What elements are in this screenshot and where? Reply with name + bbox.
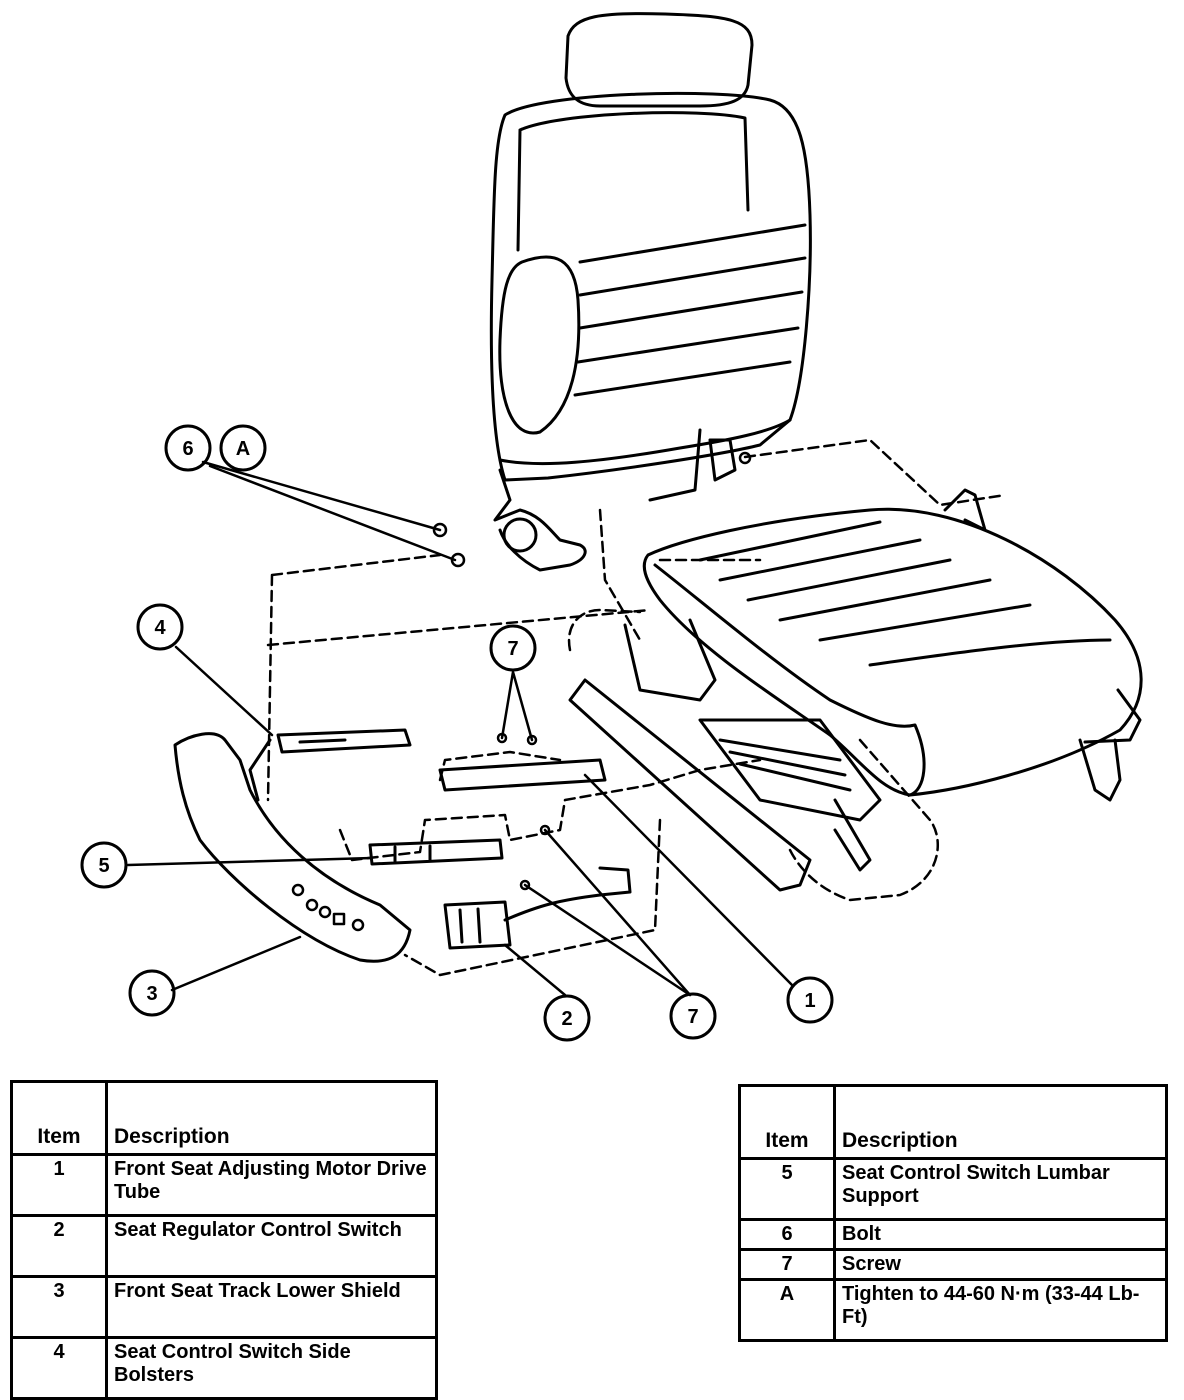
legend-item-description: Front Seat Adjusting Motor Drive Tube (105, 1153, 438, 1217)
legend-table-right: Item Description 5 Seat Control Switch L… (738, 1084, 1168, 1342)
callout-6-label: 6 (182, 438, 193, 460)
track-gear (718, 738, 852, 792)
callout-5-label: 5 (98, 855, 109, 877)
seatback-inner-panel (516, 111, 750, 252)
cushion-outline (642, 507, 1143, 797)
screw-7-lower-a (519, 879, 531, 891)
legend-row: 3 Front Seat Track Lower Shield (10, 1275, 438, 1339)
callout-3-label: 3 (146, 983, 157, 1005)
lower-shield (173, 732, 412, 963)
cushion-side (868, 638, 1142, 744)
fasteners (432, 451, 752, 891)
legend-row: A Tighten to 44-60 N·m (33-44 Lb-Ft) (738, 1278, 1168, 1342)
callout-2: 2 (543, 994, 591, 1042)
track-rail-left (568, 678, 812, 892)
seatback-stripes (573, 223, 807, 397)
callout-4: 4 (136, 603, 184, 651)
seat-back (489, 12, 812, 482)
legend-left-desc-header: Description (105, 1080, 438, 1156)
control-switch-body (443, 900, 512, 950)
callout-7-lower: 7 (669, 992, 717, 1040)
cushion-stripes (698, 520, 1032, 642)
shield-outline (173, 732, 412, 963)
legend-item-number: 5 (738, 1157, 836, 1221)
wiring-harness (503, 866, 632, 922)
legend-right-item-header: Item (738, 1084, 836, 1160)
callout-1: 1 (786, 976, 834, 1024)
wire-left (248, 738, 272, 802)
motor-assembly (248, 728, 632, 950)
screw-7-lower-b (539, 824, 551, 836)
legend-item-description: Tighten to 44-60 N·m (33-44 Lb-Ft) (833, 1278, 1168, 1342)
left-hinge-pivot (502, 517, 538, 553)
legend-item-description: Screw (833, 1248, 1168, 1281)
legend-row: 1 Front Seat Adjusting Motor Drive Tube (10, 1153, 438, 1217)
lumbar-motor (368, 838, 504, 866)
cushion-front-face (653, 563, 926, 797)
callout-A: A (219, 424, 267, 472)
callout-6: 6 (164, 424, 212, 472)
legend-item-description: Bolt (833, 1218, 1168, 1251)
seatback-lower-edge (498, 418, 792, 466)
legend-item-description: Front Seat Track Lower Shield (105, 1275, 438, 1339)
legend-item-number: 1 (10, 1153, 108, 1217)
drive-tube-mid (438, 758, 607, 792)
assembly-lines (266, 438, 1007, 977)
cushion-rear-leg (1078, 738, 1122, 802)
callout-7-upper-label: 7 (507, 638, 518, 660)
legend-table-left: Item Description 1 Front Seat Adjusting … (10, 1080, 438, 1400)
callouts: 6 A 4 7 5 3 2 7 (80, 424, 834, 1042)
legend-row: 5 Seat Control Switch Lumbar Support (738, 1157, 1168, 1221)
legend-item-number: 7 (738, 1248, 836, 1281)
legend-row: 7 Screw (738, 1248, 1168, 1281)
callout-4-label: 4 (154, 617, 166, 639)
callout-A-label: A (236, 438, 250, 460)
callout-5: 5 (80, 841, 128, 889)
legend-item-number: 2 (10, 1214, 108, 1278)
track-foot (833, 798, 872, 872)
legend-item-number: 3 (10, 1275, 108, 1339)
seat-track (568, 618, 882, 892)
callout-7-upper: 7 (489, 624, 537, 672)
legend-item-description: Seat Control Switch Side Bolsters (105, 1336, 438, 1400)
left-hinge (493, 468, 587, 572)
legend-item-description: Seat Regulator Control Switch (105, 1214, 438, 1278)
seatback-outline (489, 91, 812, 482)
legend-row: 6 Bolt (738, 1218, 1168, 1251)
legend-item-number: 6 (738, 1218, 836, 1251)
callout-3: 3 (128, 969, 176, 1017)
callout-2-label: 2 (561, 1008, 572, 1030)
bolt-upper (432, 522, 448, 538)
legend-left-header: Item Description (10, 1080, 438, 1156)
seat-exploded-diagram: 6 A 4 7 5 3 2 7 (80, 12, 1143, 1042)
legend-right-desc-header: Description (833, 1084, 1168, 1160)
track-rail-right (698, 718, 882, 822)
shield-switch-buttons (291, 883, 365, 932)
seatback-bolster (498, 255, 581, 435)
leader-lines (126, 460, 794, 997)
headrest (564, 12, 754, 108)
right-hinge (648, 428, 737, 502)
legend-right-header: Item Description (738, 1084, 1168, 1160)
legend-item-number: 4 (10, 1336, 108, 1400)
seat-cushion (642, 507, 1143, 802)
legend-item-description: Seat Control Switch Lumbar Support (833, 1157, 1168, 1221)
legend-row: 4 Seat Control Switch Side Bolsters (10, 1336, 438, 1400)
bolt-recliner (738, 451, 752, 465)
drive-tube-upper (276, 728, 412, 754)
legend-left-item-header: Item (10, 1080, 108, 1156)
track-bracket (623, 618, 717, 702)
recliner-bracket (493, 428, 987, 572)
callout-7-lower-label: 7 (687, 1006, 698, 1028)
legend-row: 2 Seat Regulator Control Switch (10, 1214, 438, 1278)
legend-item-number: A (738, 1278, 836, 1342)
callout-1-label: 1 (804, 990, 815, 1012)
